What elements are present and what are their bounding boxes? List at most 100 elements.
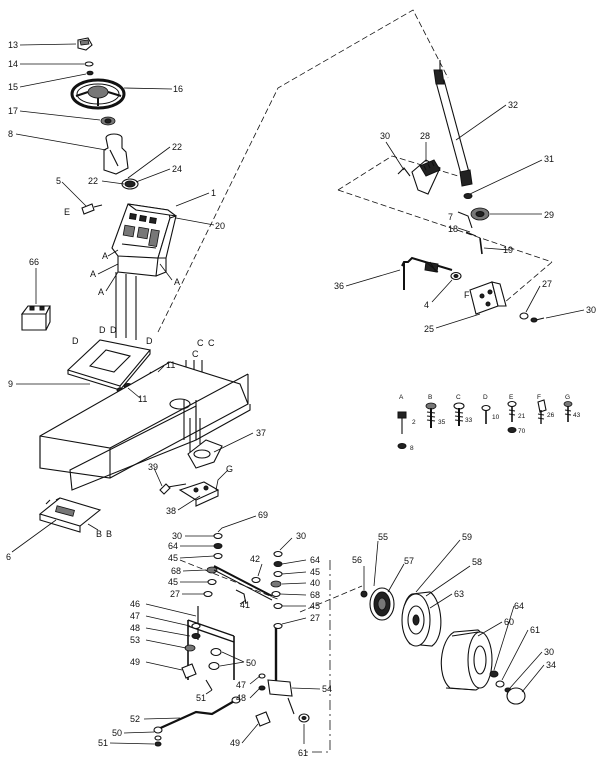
callout-39: 39 xyxy=(148,462,158,472)
bracket-38 xyxy=(178,481,220,507)
callout-4: 4 xyxy=(424,300,429,310)
callout-G1: G xyxy=(226,464,233,474)
bushing-24 xyxy=(124,180,136,188)
legend-qty-B: 35 xyxy=(438,419,446,426)
stack-right xyxy=(270,550,283,630)
callout-24: 24 xyxy=(172,164,182,174)
callout-59: 59 xyxy=(462,532,472,542)
tie-rod-41 xyxy=(213,565,273,605)
callout-25: 25 xyxy=(424,324,434,334)
hardware-legend xyxy=(397,399,573,449)
callout-11a: 11 xyxy=(166,360,175,370)
callout-38: 38 xyxy=(166,506,176,516)
stack-left xyxy=(203,532,223,598)
hardware-legend-labels: A 2 8 B 35 C 33 D 10 E 21 70 F 26 G 43 xyxy=(399,394,581,452)
callout-63: 63 xyxy=(454,589,464,599)
callout-27c: 27 xyxy=(310,613,320,623)
callout-40: 40 xyxy=(310,578,320,588)
bolt-19 xyxy=(479,237,483,255)
callout-A1: A xyxy=(102,251,108,261)
legend-letter-F: F xyxy=(537,394,541,401)
callout-27a: 27 xyxy=(542,279,552,289)
callout-20: 20 xyxy=(215,221,225,231)
callout-64a: 64 xyxy=(168,541,178,551)
drag-link-36 xyxy=(401,256,453,290)
callout-54: 54 xyxy=(322,684,332,694)
callout-64b: 64 xyxy=(310,555,320,565)
key-7 xyxy=(457,211,473,229)
callout-61a: 61 xyxy=(298,748,308,758)
callout-53: 53 xyxy=(130,635,140,645)
callout-42: 42 xyxy=(250,554,260,564)
callout-B1: B xyxy=(96,529,102,539)
callout-1: 1 xyxy=(211,188,216,198)
callout-6: 6 xyxy=(6,552,11,562)
legend-qty-E2: 70 xyxy=(518,428,526,435)
callout-58: 58 xyxy=(472,557,482,567)
callout-13: 13 xyxy=(8,40,18,50)
callout-45b: 45 xyxy=(168,577,178,587)
callout-51a: 51 xyxy=(196,693,206,703)
callout-D2: D xyxy=(99,325,106,335)
callout-D1: D xyxy=(72,336,79,346)
bearing-64c xyxy=(489,670,499,678)
steering-bracket-37 xyxy=(187,418,223,469)
grease-fitting-56 xyxy=(360,590,368,598)
callout-D3: D xyxy=(110,325,117,335)
legend-letter-C: C xyxy=(456,394,461,401)
support-bracket-6 xyxy=(38,497,102,533)
steering-column-32 xyxy=(433,60,473,187)
callout-30c: 30 xyxy=(172,531,182,541)
legend-letter-A: A xyxy=(399,394,404,401)
callout-11b: 11 xyxy=(138,394,147,404)
steering-adapter-17 xyxy=(100,116,116,126)
spindle-54 xyxy=(267,628,295,715)
callout-37: 37 xyxy=(256,428,266,438)
nut-51b xyxy=(154,741,162,747)
leader-lines xyxy=(11,43,585,745)
legend-qty-A1: 2 xyxy=(412,419,416,426)
callout-labels: 13 14 15 16 17 8 22 22 24 5 E 1 20 A A A… xyxy=(6,40,596,758)
callout-32: 32 xyxy=(508,100,518,110)
steering-bracket-25 xyxy=(469,281,507,315)
callout-C3: C xyxy=(192,349,199,359)
callout-E1: E xyxy=(64,207,70,217)
callout-46: 46 xyxy=(130,599,140,609)
callout-F1: F xyxy=(464,290,470,300)
callout-19: 19 xyxy=(503,245,513,255)
callout-15: 15 xyxy=(8,82,18,92)
callout-22a: 22 xyxy=(172,142,182,152)
callout-50a: 50 xyxy=(246,658,256,668)
legend-qty-G: 43 xyxy=(573,412,581,419)
callout-A3: A xyxy=(98,287,104,297)
callout-28: 28 xyxy=(420,131,430,141)
callout-30a: 30 xyxy=(380,131,390,141)
clip-30 xyxy=(397,167,411,177)
callout-14: 14 xyxy=(8,59,18,69)
callout-47a: 47 xyxy=(130,611,140,621)
callout-47b: 47 xyxy=(236,680,246,690)
callout-9: 9 xyxy=(8,379,13,389)
callout-22b: 22 xyxy=(88,176,98,186)
callout-18: 18 xyxy=(448,224,458,234)
legend-letter-G: G xyxy=(565,394,570,401)
axle-arm-assembly xyxy=(181,606,235,691)
bolt-39 xyxy=(159,483,187,495)
callout-55: 55 xyxy=(378,532,388,542)
callout-A2: A xyxy=(90,269,96,279)
washer-47b xyxy=(258,673,266,679)
hub-cap-34 xyxy=(506,687,526,705)
callout-66: 66 xyxy=(29,257,39,267)
callout-48b: 48 xyxy=(236,693,246,703)
callout-68a: 68 xyxy=(171,566,181,576)
legend-qty-C: 33 xyxy=(465,417,473,424)
legend-qty-D: 10 xyxy=(492,414,500,421)
washer-27 xyxy=(519,312,529,320)
callout-68b: 68 xyxy=(310,590,320,600)
hub-57 xyxy=(369,587,395,621)
pinion-gear-29 xyxy=(470,207,490,221)
nut-31 xyxy=(463,193,473,199)
callout-8: 8 xyxy=(8,129,13,139)
callout-52: 52 xyxy=(130,714,140,724)
callout-45d: 45 xyxy=(310,601,320,611)
